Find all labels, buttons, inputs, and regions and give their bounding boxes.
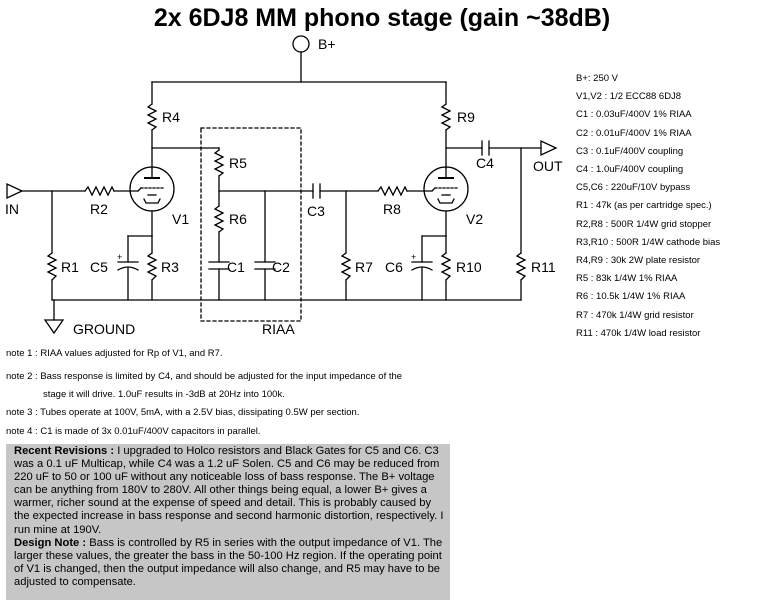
ground-label: GROUND: [73, 321, 135, 337]
note-2-continued: stage it will drive. 1.0uF results in -3…: [43, 389, 285, 400]
design-note-heading: Design Note :: [14, 536, 87, 549]
supply-label: B+: [318, 36, 336, 52]
label-r8: R8: [383, 201, 401, 217]
resistor-r1: [46, 252, 58, 281]
input-terminal: [6, 182, 24, 200]
parts-list-item: R2,R8 : 500R 1/4W grid stopper: [576, 218, 712, 230]
label-r5: R5: [229, 155, 247, 171]
label-c4: C4: [476, 155, 494, 171]
parts-list-item: B+: 250 V: [576, 73, 618, 84]
label-r2: R2: [90, 201, 108, 217]
label-c2: C2: [272, 259, 290, 275]
label-r7: R7: [355, 259, 373, 275]
label-v2: V2: [466, 211, 483, 227]
resistor-r2: [84, 185, 115, 197]
label-v1: V1: [172, 211, 189, 227]
note-2: note 2 : Bass response is limited by C4,…: [6, 371, 403, 382]
resistor-r4: [146, 103, 158, 131]
ground-symbol: [43, 319, 65, 335]
resistor-r6: [213, 205, 225, 233]
label-r10: R10: [456, 259, 482, 275]
resistor-r3: [146, 252, 158, 281]
svg-text:+: +: [117, 252, 122, 262]
parts-list-item: R3,R10 : 500R 1/4W cathode bias: [576, 236, 721, 248]
riaa-box-label: RIAA: [262, 321, 295, 337]
label-r11: R11: [531, 259, 556, 275]
parts-list: B+: 250 V V1,V2 : 1/2 ECC88 6DJ8 C1 : 0.…: [576, 70, 764, 343]
parts-list-item: C3 : 0.1uF/400V coupling: [576, 145, 684, 157]
note-4: note 4 : C1 is made of 3x 0.01uF/400V ca…: [6, 426, 261, 437]
revisions-panel: Recent Revisions : I upgraded to Holco r…: [6, 444, 450, 600]
output-terminal: [540, 139, 558, 157]
recent-revisions-text: I upgraded to Holco resistors and Black …: [14, 445, 444, 536]
note-3: note 3 : Tubes operate at 100V, 5mA, wit…: [6, 407, 360, 418]
label-r1: R1: [61, 259, 79, 275]
resistor-r11: [515, 252, 527, 281]
parts-list-item: C4 : 1.0uF/400V coupling: [576, 164, 684, 176]
schematic-diagram: + + B+ IN OUT GROUND RIAA R4 R9 R2 R8 V1…: [5, 35, 563, 337]
svg-text:+: +: [411, 252, 416, 262]
parts-list-item: R1 : 47k (as per cartridge spec.): [576, 200, 712, 212]
parts-list-item: C1 : 0.03uF/400V 1% RIAA: [576, 109, 692, 121]
supply-terminal: [292, 35, 310, 53]
label-c5: C5: [90, 259, 108, 275]
design-note-text: Bass is controlled by R5 in series with …: [14, 536, 443, 588]
label-c3: C3: [307, 203, 325, 219]
design-note-paragraph: Design Note : Bass is controlled by R5 i…: [14, 537, 444, 589]
output-label: OUT: [533, 158, 563, 174]
label-c1: C1: [227, 259, 245, 275]
resistor-r8: [377, 185, 408, 197]
label-r6: R6: [229, 211, 247, 227]
parts-list-item: R4,R9 : 30k 2W plate resistor: [576, 255, 701, 267]
resistor-r9: [440, 103, 452, 131]
riaa-box: [200, 127, 302, 322]
resistor-r10: [440, 252, 452, 281]
label-r3: R3: [161, 259, 179, 275]
resistor-r7: [340, 252, 352, 281]
recent-revisions-heading: Recent Revisions :: [14, 445, 115, 457]
parts-list-item: R7 : 470k 1/4W grid resistor: [576, 309, 694, 321]
parts-list-item: C5,C6 : 220uF/10V bypass: [576, 182, 691, 194]
resistor-r5: [213, 149, 225, 177]
tube-v2: [423, 166, 469, 237]
parts-list-item: R11 : 470k 1/4W load resistor: [576, 327, 701, 339]
parts-list-item: R6 : 10.5k 1/4W 1% RIAA: [576, 291, 686, 303]
input-label: IN: [5, 201, 19, 217]
recent-revisions-paragraph: Recent Revisions : I upgraded to Holco r…: [14, 445, 444, 537]
label-r4: R4: [162, 109, 180, 125]
page-title: 2x 6DJ8 MM phono stage (gain ~38dB): [153, 4, 611, 32]
tube-v1: [129, 166, 175, 237]
parts-list-item: R5 : 83k 1/4W 1% RIAA: [576, 273, 678, 285]
parts-list-item: C2 : 0.01uF/400V 1% RIAA: [576, 127, 692, 139]
parts-list-item: V1,V2 : 1/2 ECC88 6DJ8: [576, 91, 682, 103]
note-1: note 1 : RIAA values adjusted for Rp of …: [6, 348, 223, 359]
label-c6: C6: [385, 259, 403, 275]
label-r9: R9: [457, 109, 475, 125]
